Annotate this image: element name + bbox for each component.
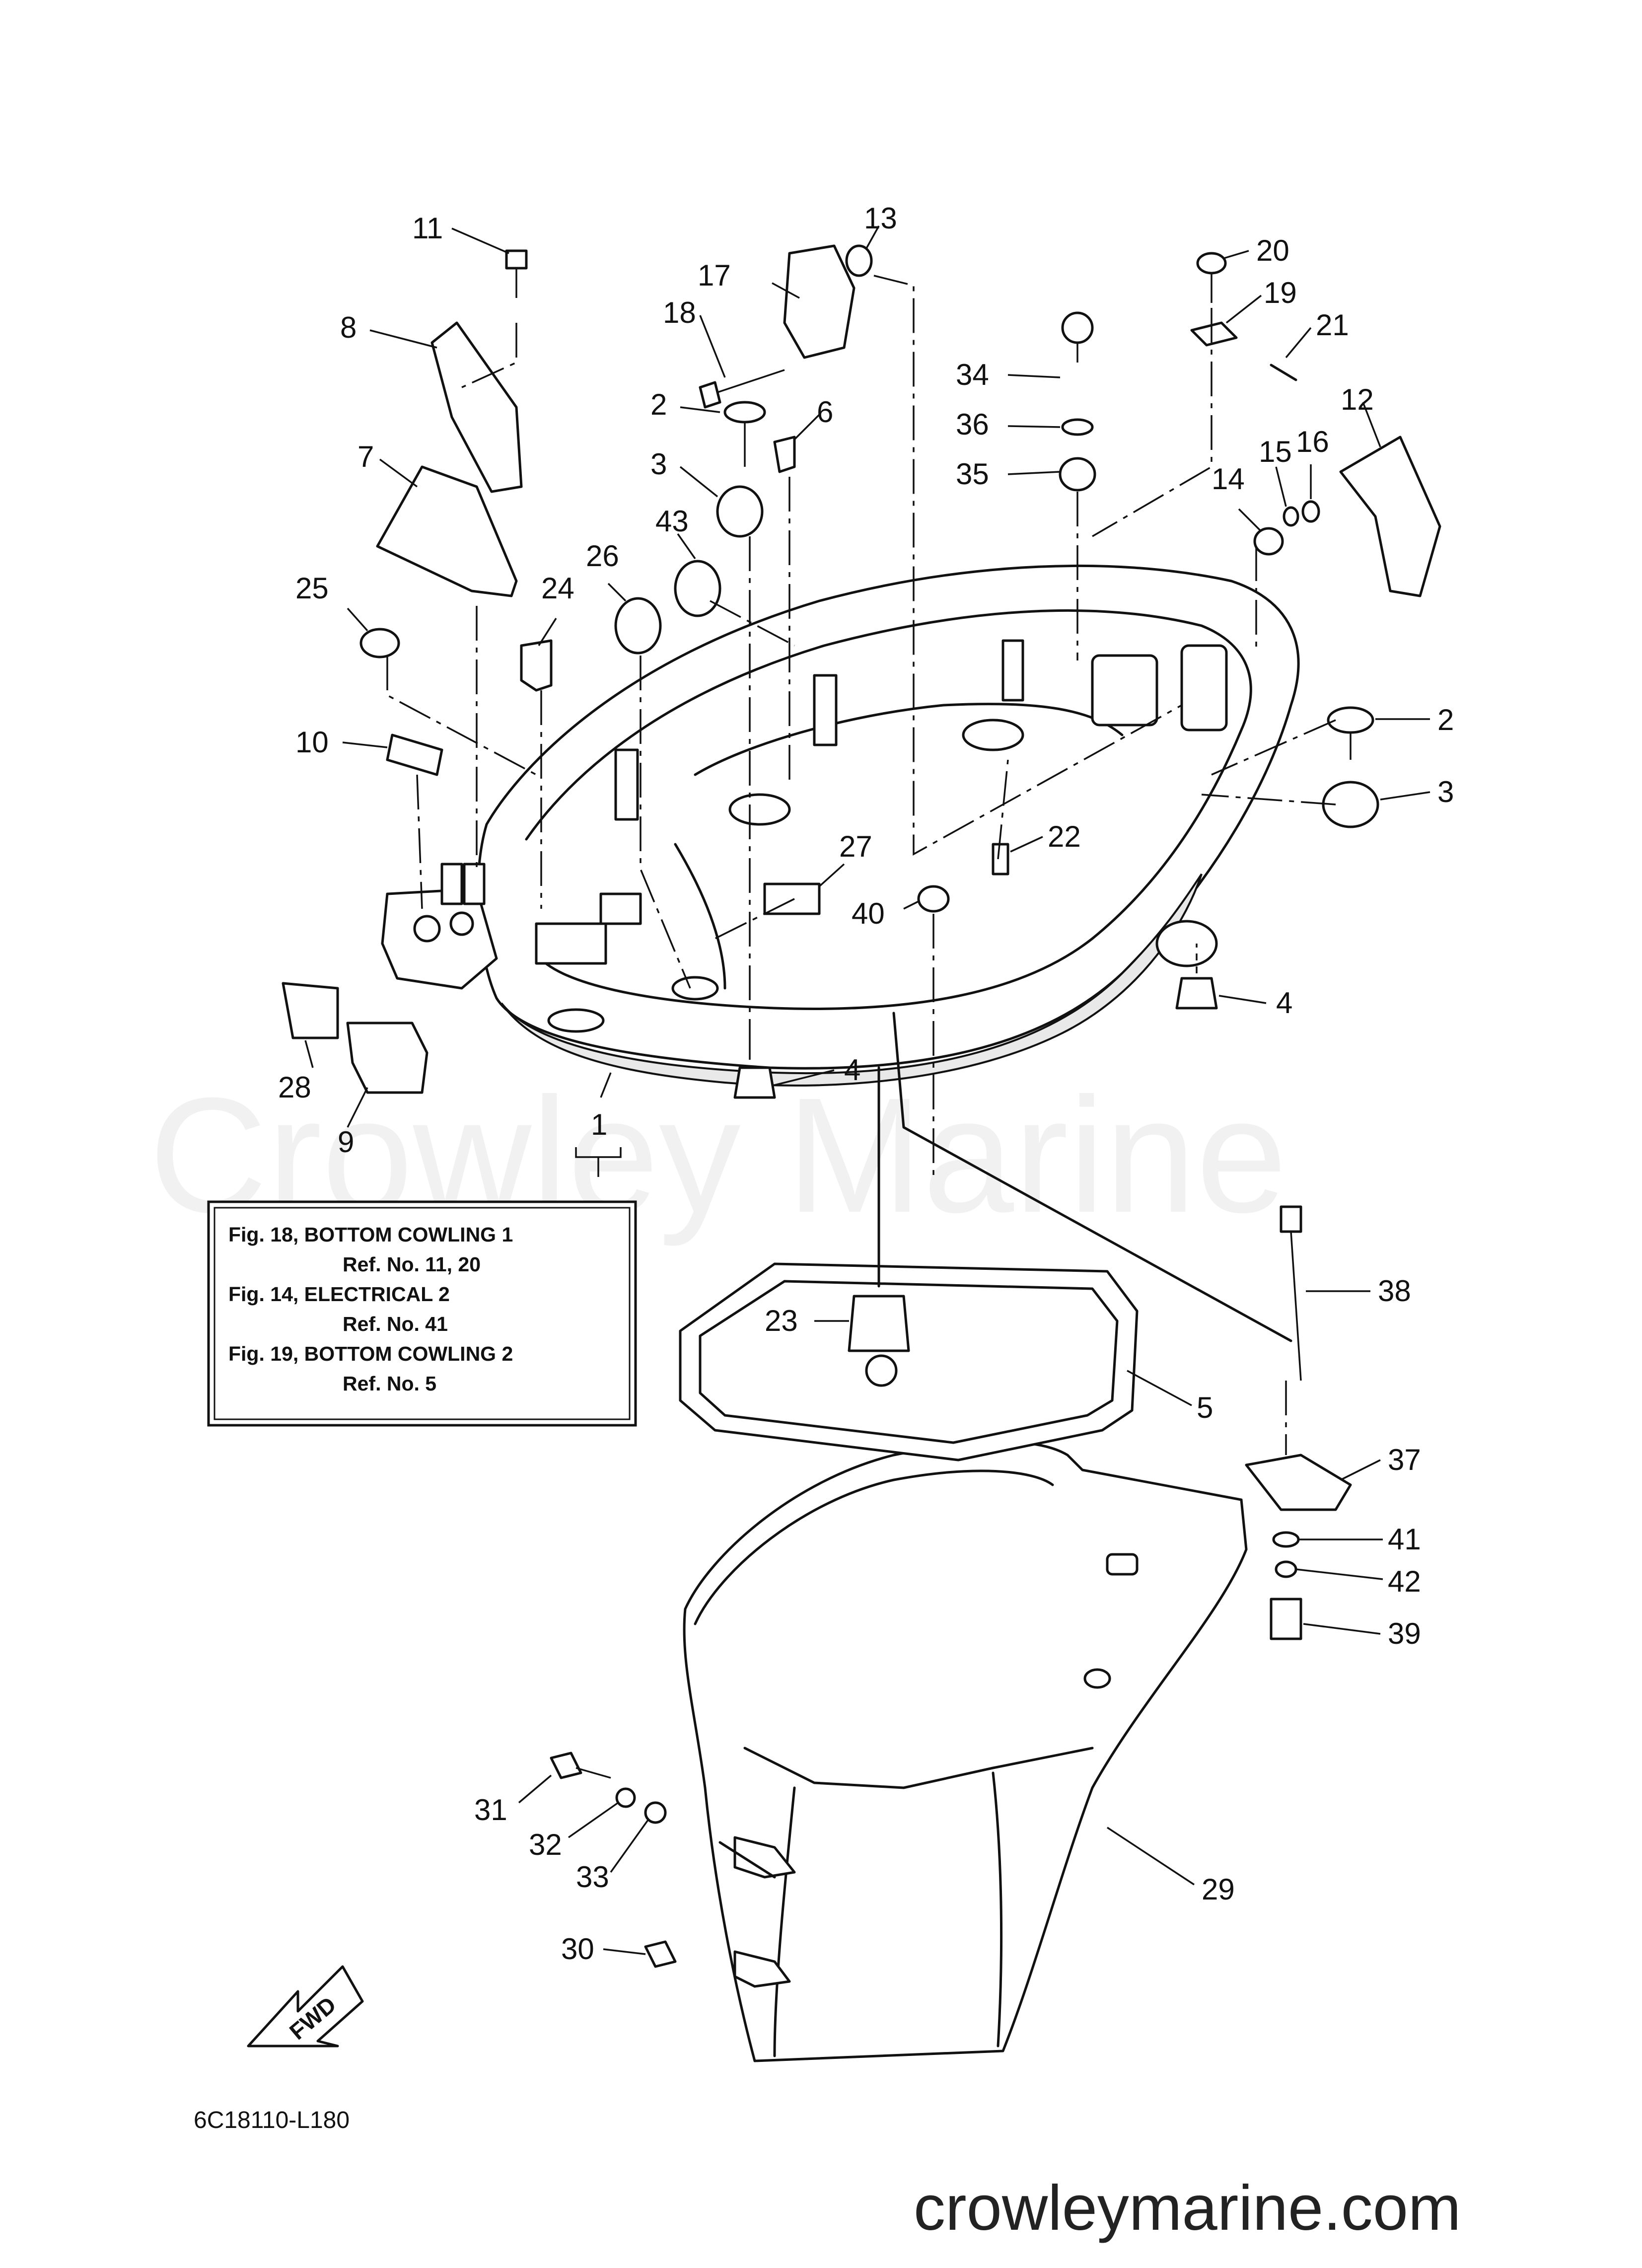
callout-33: 33 [576,1860,609,1894]
callout-10: 10 [295,726,329,759]
callout-4-bottom: 4 [844,1053,860,1087]
callout-15: 15 [1259,435,1292,468]
callout-4-right: 4 [1276,986,1292,1020]
lower-cowling [683,1441,1248,2062]
callout-2-top: 2 [650,388,667,421]
callout-17: 17 [698,259,731,292]
note-line-4: Ref. No. 41 [343,1313,448,1335]
callout-29: 29 [1202,1873,1235,1906]
callout-5: 5 [1197,1391,1213,1424]
callout-39: 39 [1388,1617,1421,1650]
callout-14: 14 [1212,462,1245,496]
leader-lines [304,225,1430,1955]
assembly-lines [386,275,1336,1879]
callout-7: 7 [357,440,374,473]
callout-24: 24 [541,572,574,605]
note-line-6: Ref. No. 5 [343,1372,436,1395]
callout-21: 21 [1316,308,1349,342]
note-line-1: Fig. 18, BOTTOM COWLING 1 [228,1223,513,1246]
callout-25: 25 [295,572,329,605]
callout-6: 6 [817,395,833,429]
callout-32: 32 [529,1828,562,1861]
callout-35: 35 [956,457,989,491]
fwd-arrow-icon: FWD [247,1965,364,2048]
callout-22: 22 [1048,820,1081,853]
diagram-code: 6C18110-L180 [194,2107,350,2133]
callout-38: 38 [1378,1274,1411,1308]
note-line-3: Fig. 14, ELECTRICAL 2 [228,1283,450,1306]
callout-9: 9 [338,1125,354,1159]
callout-42: 42 [1388,1565,1421,1598]
callout-26: 26 [586,539,619,573]
reference-note-box: Fig. 18, BOTTOM COWLING 1 Ref. No. 11, 2… [207,1200,637,1427]
callout-23: 23 [765,1304,798,1337]
site-url: crowleymarine.com [914,2173,1461,2244]
callout-8: 8 [340,311,357,344]
callout-28: 28 [278,1071,311,1104]
callout-13: 13 [864,202,897,235]
callout-11: 11 [412,212,443,245]
note-line-5: Fig. 19, BOTTOM COWLING 2 [228,1342,513,1365]
callout-16: 16 [1296,425,1329,458]
callout-2-right: 2 [1437,703,1454,736]
callout-18: 18 [663,296,696,329]
callout-43: 43 [655,505,689,538]
callout-12: 12 [1341,383,1374,416]
callout-31: 31 [474,1793,507,1827]
cowling-seal [679,1262,1139,1462]
bottom-cowling-tray [381,564,1300,1087]
callout-3-right: 3 [1437,775,1454,808]
callout-36: 36 [956,408,989,441]
callout-1: 1 [591,1108,607,1141]
callout-3-top: 3 [650,447,667,481]
callout-34: 34 [956,358,989,391]
callout-labels: 11 13 17 18 20 19 21 12 8 2 6 34 36 35 3… [278,202,1454,1966]
note-line-2: Ref. No. 11, 20 [343,1253,481,1276]
callout-20: 20 [1256,234,1289,267]
callout-27: 27 [839,830,872,863]
callout-19: 19 [1264,276,1297,309]
callout-37: 37 [1388,1443,1421,1476]
callout-41: 41 [1388,1523,1421,1556]
callout-30: 30 [561,1932,594,1966]
callout-40: 40 [852,897,885,930]
